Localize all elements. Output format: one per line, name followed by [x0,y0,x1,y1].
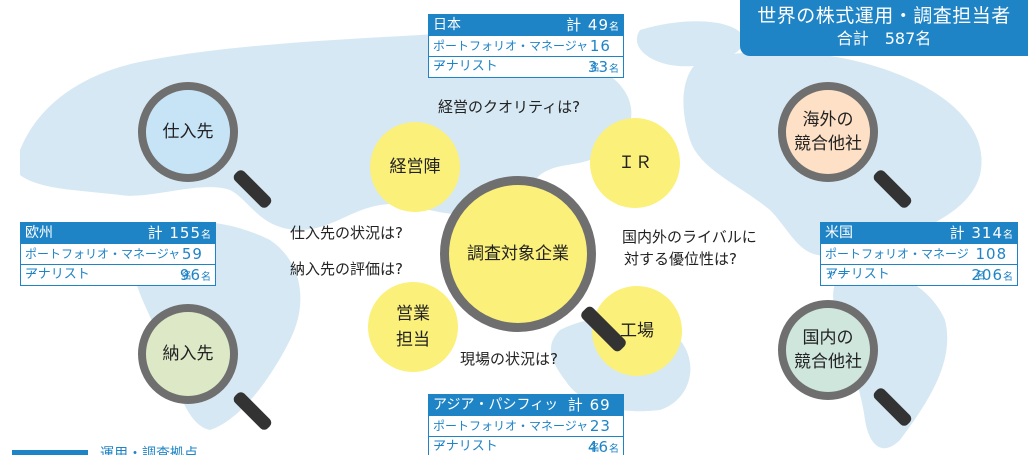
lens-label: 調査対象企業 [467,244,569,264]
stat-header: 米国 計 314名 [821,223,1017,243]
stat-asia-pacific: アジア・パシフィック 計 69名 ポートフォリオ・マネージャー 23名 アナリス… [428,394,624,455]
lens-customer: 納入先 [138,304,238,404]
lens-label: 国内の 競合他社 [794,328,862,372]
stat-row-pm: ポートフォリオ・マネージャー 16名 [429,35,623,74]
legend-swatch [12,450,88,455]
analyst-label: アナリスト [433,59,498,74]
question-supplier: 仕入先の状況は? [290,224,403,242]
circle-label: ＩＲ [618,153,652,173]
stat-row-analyst: アナリスト 206名 [821,264,1017,285]
legend-label: 運用・調査拠点 [100,446,198,455]
pm-count: 23名 [589,417,611,454]
circle-ir: ＩＲ [590,118,680,208]
stat-us: 米国 計 314名 ポートフォリオ・マネージャー 108名 アナリスト 206名 [820,222,1018,286]
region-total: 計 69名 [567,396,611,433]
total-line: 合計 587名 [740,28,1028,50]
map-europe-asia [20,34,632,230]
region-total: 計 314名 [949,224,1013,242]
region-name: 日本 [433,17,461,33]
question-customer: 納入先の評価は? [290,260,403,278]
lens-label: 納入先 [162,344,214,364]
region-name: 米国 [825,225,853,241]
lens-domestic-competitor: 国内の 競合他社 [778,300,878,400]
analyst-count: 206名 [971,266,1013,284]
stat-header: 日本 計 49名 [429,15,623,35]
stat-row-pm: ポートフォリオ・マネージャー 59名 [21,243,215,282]
stat-row-pm: ポートフォリオ・マネージャー 108名 [821,243,1017,282]
region-total: 計 49名 [566,16,619,34]
question-site: 現場の状況は? [460,350,558,368]
pm-label: ポートフォリオ・マネージャー [433,419,589,453]
analyst-label: アナリスト [825,267,890,282]
lens-foreign-competitor: 海外の 競合他社 [778,82,878,182]
lens-center: 調査対象企業 [440,176,596,332]
question-rival-2: 対する優位性は? [624,250,737,268]
pm-count: 16名 [589,37,611,74]
stat-row-analyst: アナリスト 46名 [429,436,623,455]
circle-sales: 営業 担当 [368,282,458,372]
stat-row-analyst: アナリスト 33名 [429,56,623,77]
lens-label: 海外の 競合他社 [794,110,862,154]
stat-europe: 欧州 計 155名 ポートフォリオ・マネージャー 59名 アナリスト 96名 [20,222,216,286]
stat-row-analyst: アナリスト 96名 [21,264,215,285]
analyst-count: 33名 [587,58,619,76]
map-greenland [636,21,745,67]
lens-label: 仕入先 [162,122,214,142]
circle-label: 営業 担当 [396,304,430,350]
question-management: 経営のクオリティは? [438,98,581,116]
analyst-count: 46名 [587,438,619,455]
stat-header: 欧州 計 155名 [21,223,215,243]
analyst-label: アナリスト [433,439,498,454]
analyst-count: 96名 [179,266,211,284]
pm-count: 59名 [181,245,203,282]
stat-japan: 日本 計 49名 ポートフォリオ・マネージャー 16名 アナリスト 33名 [428,14,624,78]
analyst-label: アナリスト [25,267,90,282]
circle-management: 経営陣 [370,122,460,212]
stat-row-pm: ポートフォリオ・マネージャー 23名 [429,415,623,454]
total-label: 合計 [836,29,869,48]
pm-count: 108名 [975,245,1008,282]
lens-supplier: 仕入先 [138,82,238,182]
total-value: 587名 [884,29,932,48]
title-text: 世界の株式運用・調査担当者 [757,5,1011,27]
region-name: 欧州 [25,225,53,241]
pm-label: ポートフォリオ・マネージャー [433,39,589,73]
title-panel: 世界の株式運用・調査担当者 合計 587名 [740,0,1028,56]
stat-header: アジア・パシフィック 計 69名 [429,395,623,433]
region-name: アジア・パシフィック [433,397,559,433]
pm-label: ポートフォリオ・マネージャー [825,247,969,281]
region-total: 計 155名 [147,224,211,242]
question-rival-1: 国内外のライバルに [622,228,757,246]
circle-label: 工場 [620,321,654,341]
pm-label: ポートフォリオ・マネージャー [25,247,181,281]
circle-label: 経営陣 [389,157,441,177]
